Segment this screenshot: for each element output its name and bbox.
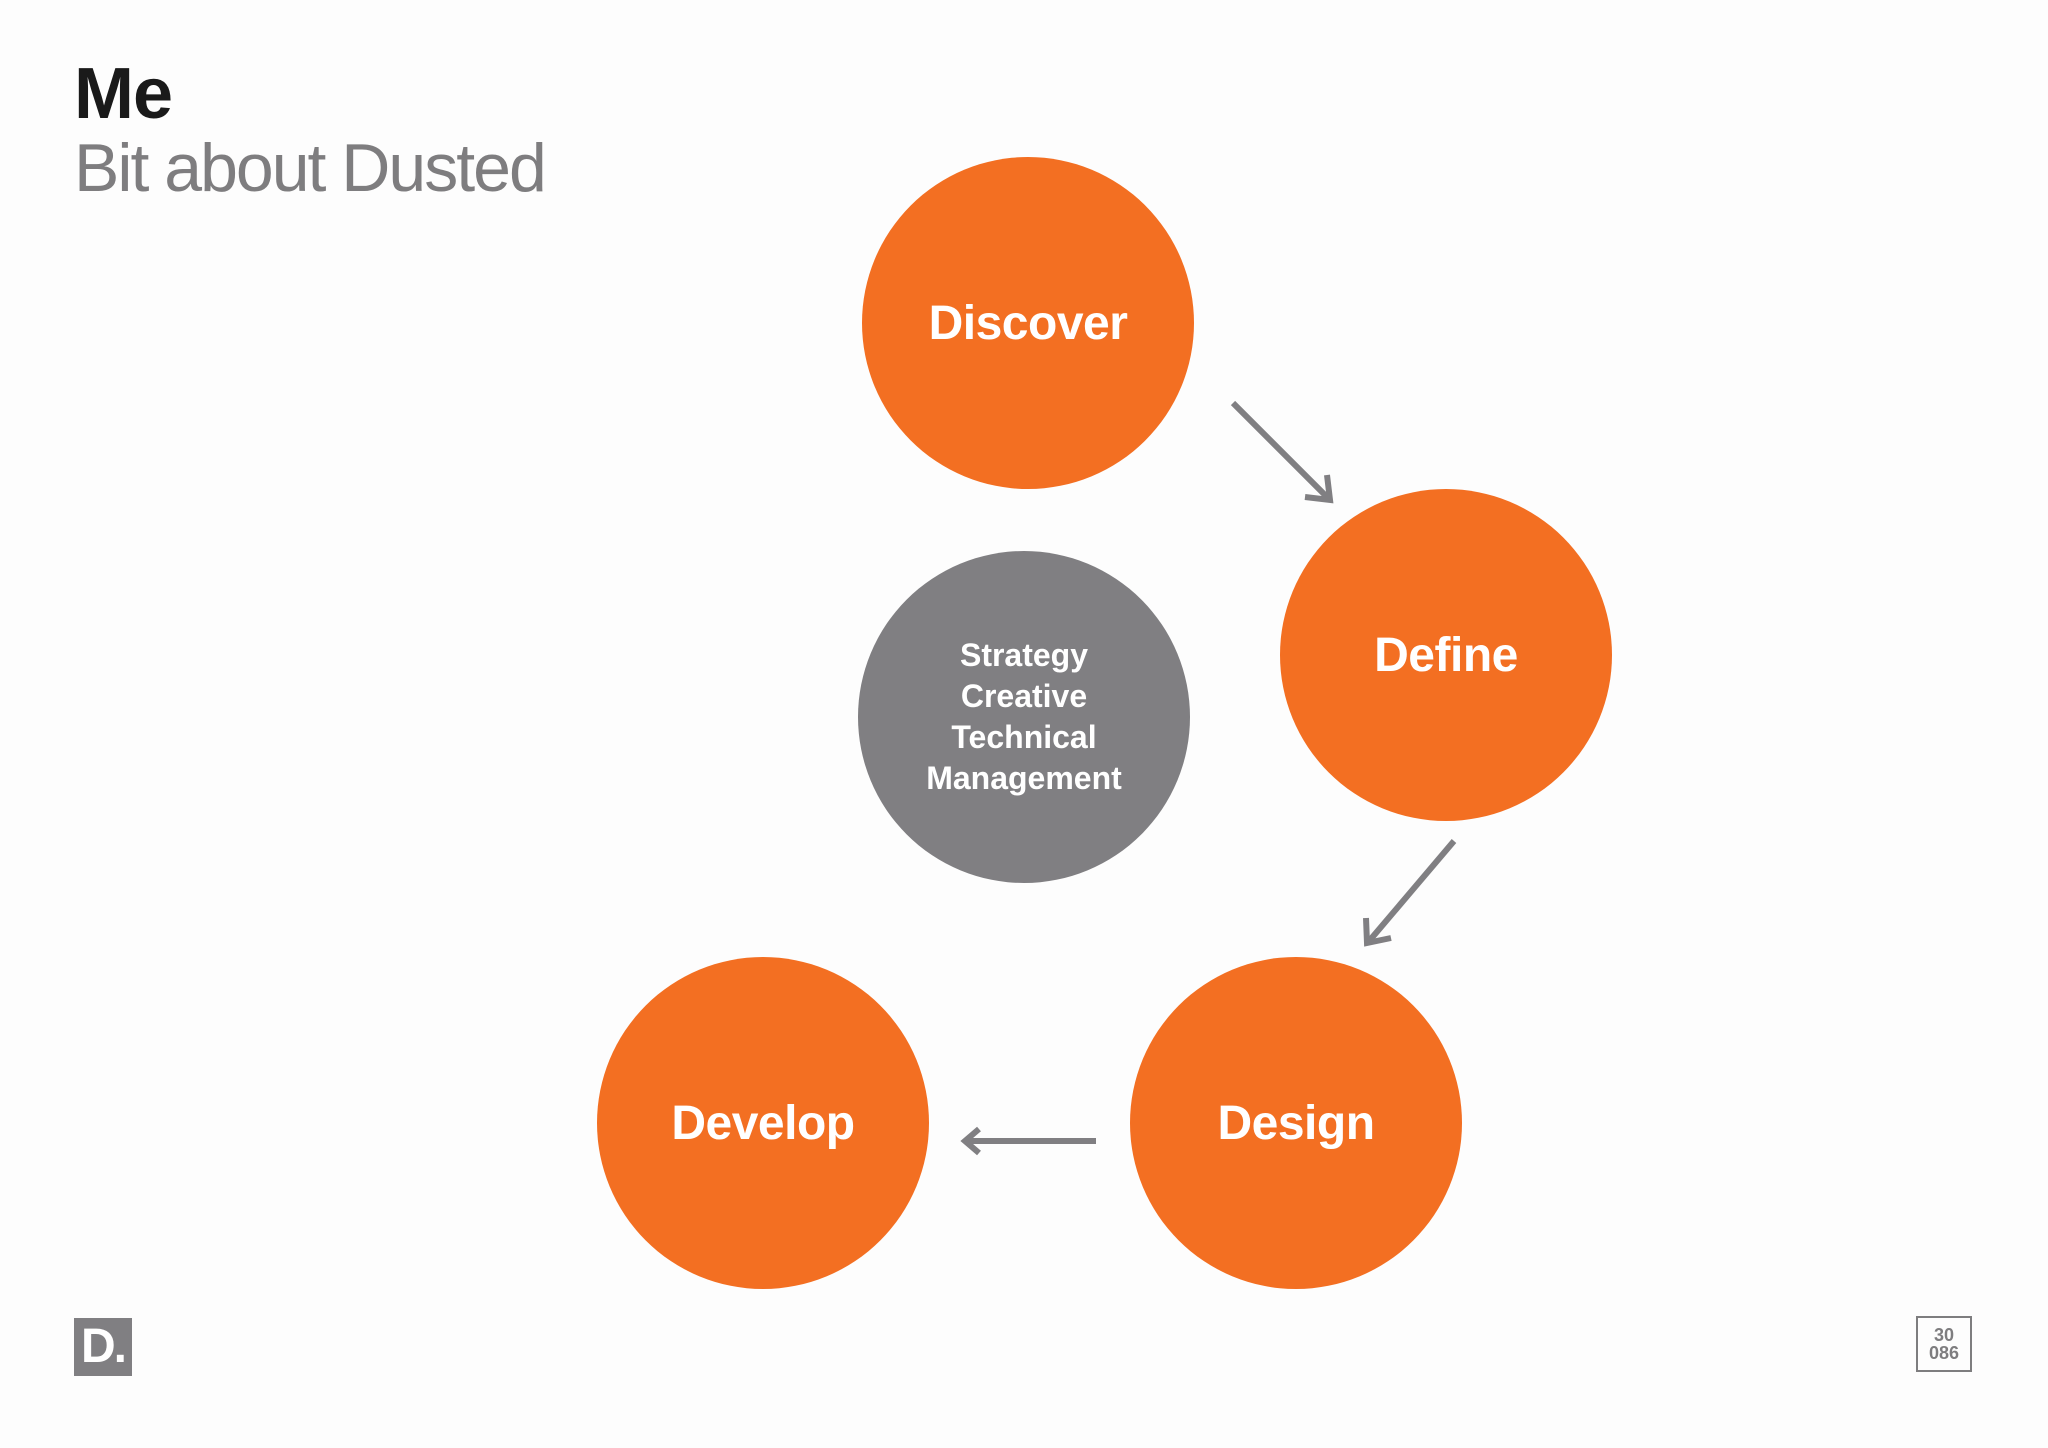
step-label: Discover (928, 296, 1128, 350)
page-number-line2: 086 (1928, 1343, 1960, 1363)
slide-subtitle: Bit about Dusted (74, 130, 547, 206)
step-label: Design (1217, 1096, 1375, 1150)
center-line-creative: Creative (960, 678, 1088, 714)
arrow-define-to-design (1363, 839, 1457, 947)
step-label: Define (1374, 628, 1518, 682)
step-label: Develop (671, 1096, 855, 1150)
center-line-technical: Technical (951, 719, 1097, 755)
arrow-discover-to-define (1230, 400, 1334, 504)
step-discover: Discover (862, 157, 1194, 489)
arrow-design-to-develop (960, 1126, 1096, 1156)
step-define: Define (1280, 489, 1612, 821)
dusted-logo: D. (74, 1318, 132, 1376)
page-number-box: 30 086 (1916, 1316, 1972, 1372)
step-develop: Develop (597, 957, 929, 1289)
center-circle: Strategy Creative Technical Management (858, 551, 1190, 883)
step-design: Design (1130, 957, 1462, 1289)
page-number-line1: 30 (1933, 1325, 1955, 1345)
slide-title: Me (74, 54, 173, 134)
center-line-strategy: Strategy (959, 637, 1089, 673)
center-line-management: Management (926, 760, 1122, 796)
